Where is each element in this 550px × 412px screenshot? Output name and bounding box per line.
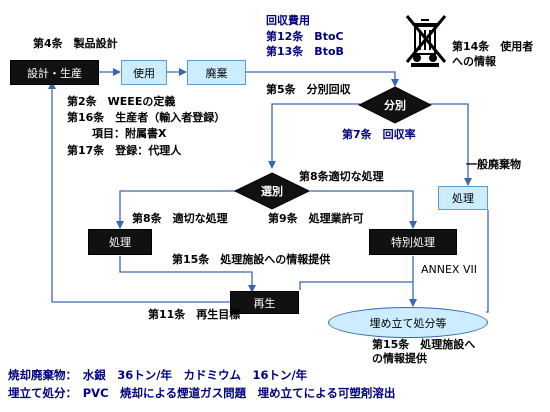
article-11-label: 第11条 再生目標 [148, 308, 241, 321]
article-5-label: 第5条 分別回収 [266, 83, 351, 96]
treatment-left-box: 処理 [88, 229, 152, 255]
sort-diamond-label: 分別 [384, 99, 406, 112]
article-13-label: 第13条 BtoB [266, 45, 344, 58]
article-4-label: 第4条 製品設計 [33, 37, 118, 50]
landfill-ellipse: 埋め立て処分等 [328, 307, 488, 338]
special-treatment-box: 特別処理 [369, 229, 457, 255]
crossed-out-wheelie-bin-icon [405, 15, 447, 67]
design-production-box: 設計・生産 [10, 60, 99, 85]
general-waste-label: 一般廃棄物 [466, 158, 521, 171]
article-16-label: 第16条 生産者（輸入者登録） [67, 111, 226, 124]
article-14-line2: への情報 [452, 55, 496, 68]
article-15-top-label: 第15条 処理施設への情報提供 [172, 253, 331, 266]
select-diamond-label: 選別 [261, 185, 283, 198]
annex-vii-label: ANNEX VII [421, 263, 477, 276]
collection-cost-label: 回収費用 [266, 14, 310, 27]
select-diamond [234, 172, 310, 210]
article-14-line1: 第14条 使用者 [452, 40, 534, 53]
article-2-label: 第2条 WEEEの定義 [67, 95, 176, 108]
treatment-right-box: 処理 [438, 186, 488, 210]
article-15-bottom-line2: の情報提供 [372, 352, 427, 365]
annex-item-label: 項目：附属書X [92, 127, 167, 140]
article-12-label: 第12条 BtoC [266, 30, 344, 43]
disposal-box: 廃棄 [187, 60, 246, 85]
article-7-label: 第7条 回収率 [342, 128, 416, 141]
article-17-label: 第17条 登録：代理人 [67, 144, 182, 157]
use-box: 使用 [121, 60, 167, 85]
article-8-left-label: 第8条 適切な処理 [132, 212, 228, 225]
article-15-bottom-line1: 第15条 処理施設へ [372, 338, 476, 351]
sort-diamond [358, 86, 432, 124]
incineration-waste-text: 焼却廃棄物： 水銀 36トン/年 カドミウム 16トン/年 [8, 368, 308, 382]
recycle-box: 再生 [230, 291, 299, 314]
article-8-proper-label: 第8条適切な処理 [299, 170, 384, 183]
landfill-disposal-text: 埋立て処分： PVC 焼却による煙道ガス問題 埋め立てによる可塑剤溶出 [8, 386, 396, 400]
article-9-label: 第9条 処理業許可 [268, 212, 364, 225]
